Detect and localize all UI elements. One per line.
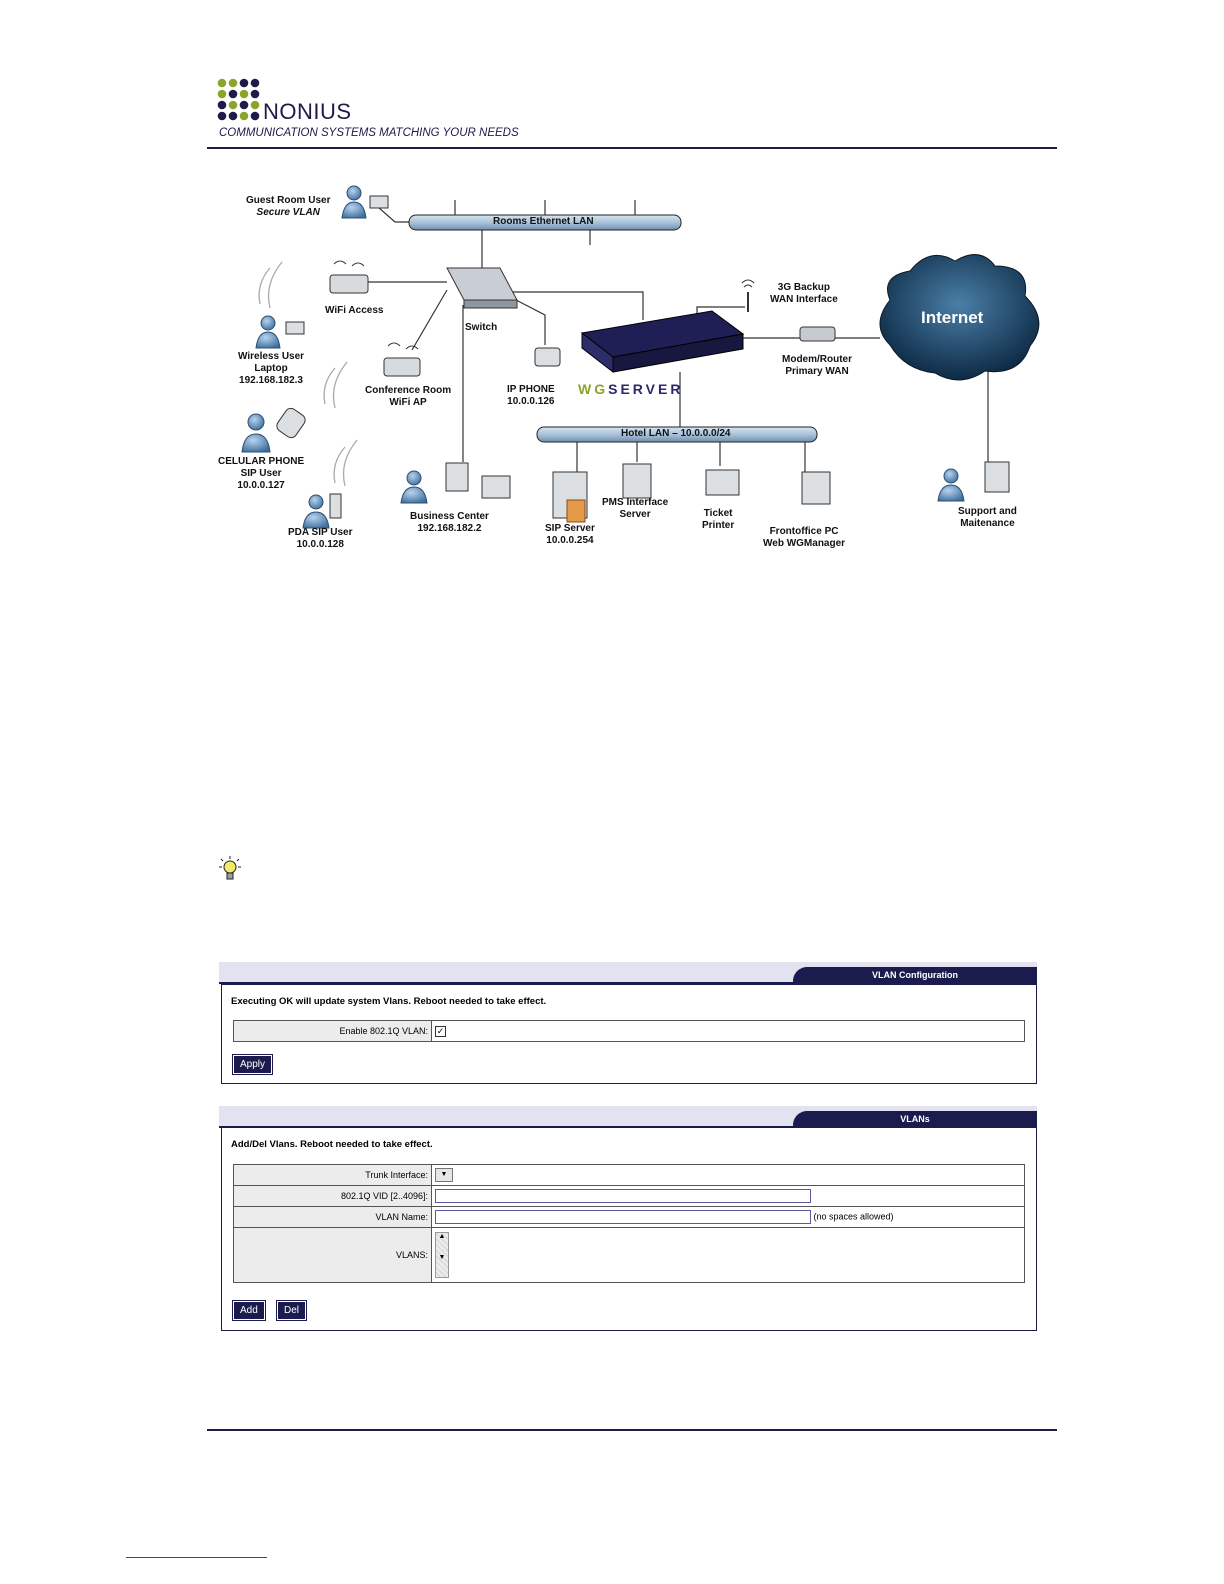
business-center-label: Business Center 192.168.182.2 bbox=[410, 511, 489, 534]
3g-backup-label: 3G Backup WAN Interface bbox=[770, 282, 838, 305]
frontoffice-pc-label: Frontoffice PC Web WGManager bbox=[763, 526, 846, 549]
vlan-config-message: Executing OK will update system Vlans. R… bbox=[231, 996, 547, 1007]
apply-button[interactable]: Apply bbox=[231, 1054, 274, 1075]
vid-input[interactable] bbox=[435, 1189, 811, 1203]
trunk-interface-label: Trunk Interface: bbox=[233, 1164, 432, 1186]
internet-label: Internet bbox=[921, 308, 984, 327]
tab-vlans[interactable]: VLANs bbox=[793, 1111, 1037, 1128]
vlan-name-cell: (no spaces allowed) bbox=[431, 1206, 1025, 1228]
vlan-name-input[interactable] bbox=[435, 1210, 811, 1224]
vlans-panel: Add/Del Vlans. Reboot needed to take eff… bbox=[221, 1127, 1037, 1331]
support-label: Support and Maitenance bbox=[958, 506, 1017, 529]
sip-server-label: SIP Server 10.0.0.254 bbox=[545, 523, 595, 546]
tab-vlan-configuration[interactable]: VLAN Configuration bbox=[793, 967, 1037, 984]
wifi-access-label: WiFi Access bbox=[325, 305, 384, 316]
rooms-lan-label: Rooms Ethernet LAN bbox=[493, 216, 594, 227]
brand-wg: WG bbox=[578, 381, 609, 397]
tagline: COMMUNICATION SYSTEMS MATCHING YOUR NEED… bbox=[219, 127, 519, 139]
footer-rule bbox=[207, 1429, 1057, 1431]
trunk-interface-select[interactable]: ▼ bbox=[435, 1168, 453, 1182]
vlans-message: Add/Del Vlans. Reboot needed to take eff… bbox=[231, 1139, 433, 1150]
celular-phone-label: CELULAR PHONE SIP User 10.0.0.127 bbox=[218, 456, 305, 491]
vlans-form: Trunk Interface: ▼ 802.1Q VID [2..4096]:… bbox=[233, 1164, 1025, 1283]
trunk-interface-cell: ▼ bbox=[431, 1164, 1025, 1186]
lightbulb-icon bbox=[219, 856, 241, 880]
pms-server-label: PMS Interface Server bbox=[602, 497, 669, 520]
vlan-name-label: VLAN Name: bbox=[233, 1206, 432, 1228]
vlans-header: VLANs bbox=[219, 1106, 1037, 1128]
hotel-lan-label: Hotel LAN – 10.0.0.0/24 bbox=[621, 428, 731, 439]
vlan-config-form: Enable 802.1Q VLAN: ✓ bbox=[233, 1020, 1025, 1042]
vlans-list-label: VLANS: bbox=[233, 1227, 432, 1283]
guest-room-user-label: Guest Room User Secure VLAN bbox=[246, 195, 330, 219]
enable-vlan-cell: ✓ bbox=[431, 1020, 1025, 1042]
enable-vlan-checkbox[interactable]: ✓ bbox=[435, 1025, 446, 1037]
network-diagram bbox=[241, 185, 1040, 529]
vlans-listbox[interactable]: ▲▼ bbox=[435, 1232, 449, 1278]
vid-label: 802.1Q VID [2..4096]: bbox=[233, 1185, 432, 1207]
enable-vlan-label: Enable 802.1Q VLAN: bbox=[233, 1020, 432, 1042]
logo-text: NONIUS bbox=[263, 99, 352, 124]
guest-line1: Guest Room User bbox=[246, 195, 331, 206]
vlan-config-panel: Executing OK will update system Vlans. R… bbox=[221, 984, 1037, 1084]
wireless-user-label: Wireless User Laptop 192.168.182.3 bbox=[238, 351, 305, 386]
guest-line2: Secure VLAN bbox=[256, 207, 320, 218]
pda-user-label: PDA SIP User 10.0.0.128 bbox=[288, 527, 353, 550]
switch-label: Switch bbox=[465, 322, 498, 333]
wgserver-brand: WGSERVER bbox=[578, 381, 683, 397]
del-button[interactable]: Del bbox=[275, 1300, 308, 1321]
ip-phone-label: IP PHONE 10.0.0.126 bbox=[507, 384, 555, 407]
footer-link-line bbox=[126, 1557, 267, 1558]
header-rule bbox=[207, 147, 1057, 149]
brand-server: SERVER bbox=[608, 381, 684, 397]
modem-router-label: Modem/Router Primary WAN bbox=[782, 354, 852, 377]
vlan-name-hint: (no spaces allowed) bbox=[813, 1211, 894, 1222]
vlans-list-cell: ▲▼ bbox=[431, 1227, 1025, 1283]
conference-room-label: Conference Room WiFi AP bbox=[365, 385, 452, 408]
vlan-config-header: VLAN Configuration bbox=[219, 962, 1037, 984]
add-button[interactable]: Add bbox=[232, 1300, 266, 1321]
ticket-printer-label: Ticket Printer bbox=[702, 508, 735, 531]
nonius-logo-icon bbox=[217, 78, 260, 121]
vid-cell bbox=[431, 1185, 1025, 1207]
